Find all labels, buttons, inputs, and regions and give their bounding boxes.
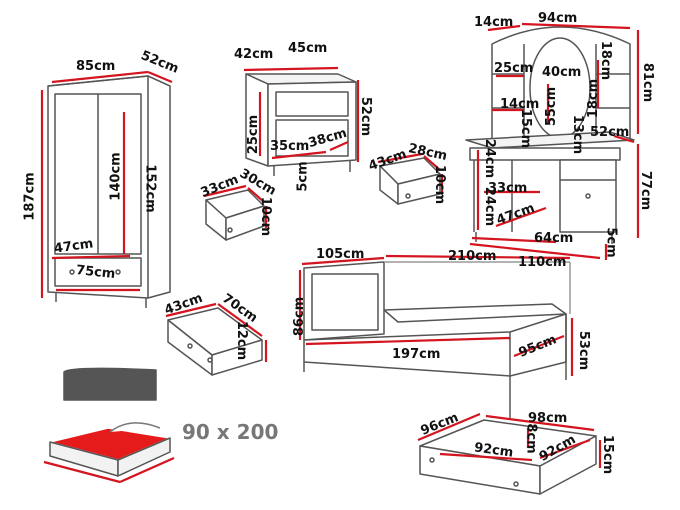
dresser-mirror-height-label: 55cm xyxy=(544,86,560,127)
dresser-right-b-label: 18cm xyxy=(586,78,602,119)
wardrobe-drawer-height-label: 12cm xyxy=(234,320,250,361)
nightstand-drawing xyxy=(245,73,357,176)
bed-size-label: 90 x 200 xyxy=(182,420,279,444)
dresser-top-left-label: 14cm xyxy=(474,15,514,30)
wardrobe-drawer-width-label: 75cm xyxy=(75,262,117,283)
desk-drawer-height-label: 10cm xyxy=(432,164,448,205)
bed-length-label: 210cm xyxy=(448,249,497,264)
dresser-desk-width-label: 110cm xyxy=(518,255,567,270)
wardrobe-drawer-drawing xyxy=(167,307,263,376)
dresser-shelf-b-label: 14cm xyxy=(500,97,540,112)
dimension-lines xyxy=(40,22,640,484)
mattress-icon xyxy=(49,367,171,477)
dresser-depth-label: 52cm xyxy=(590,125,630,140)
nightstand-drawer-height-label: 10cm xyxy=(258,196,274,237)
dresser-top-width-label: 94cm xyxy=(538,11,578,26)
dresser-mirror-width-label: 40cm xyxy=(542,65,582,80)
dresser-shelf-a-label: 25cm xyxy=(494,61,534,76)
bed-head-height-label: 86cm xyxy=(292,296,308,337)
dresser-shelf-c-label: 15cm xyxy=(518,108,534,149)
nightstand-shelf-label: 25cm xyxy=(246,114,262,155)
nightstand-width-label: 42cm xyxy=(234,47,274,62)
bed-drawer-side-height-label: 15cm xyxy=(600,434,616,475)
wardrobe-width-label: 85cm xyxy=(76,59,116,74)
nightstand-drawer-drawing xyxy=(205,189,265,241)
dresser-leg-label: 5cm xyxy=(603,227,619,258)
bed-head-width-label: 105cm xyxy=(316,247,365,262)
wardrobe-shelf-height-label: 140cm xyxy=(108,152,124,201)
bed-foot-height-label: 53cm xyxy=(576,330,592,371)
nightstand-depth-label: 45cm xyxy=(288,41,328,56)
dresser-cabinet-depth-label: 64cm xyxy=(534,231,574,246)
dresser-lower-height-label: 77cm xyxy=(638,170,654,211)
dresser-desk-left-b-label: 24cm xyxy=(482,186,498,227)
dresser-drawing xyxy=(465,26,635,244)
dresser-right-a-label: 18cm xyxy=(598,40,614,81)
dresser-cabinet-width-label: 33cm xyxy=(488,181,528,196)
desk-drawer-drawing xyxy=(379,157,441,205)
dresser-upper-height-label: 81cm xyxy=(640,62,656,103)
nightstand-height-label: 52cm xyxy=(358,96,374,137)
bed-drawer-height-label: 8cm xyxy=(523,423,539,454)
bed-inner-length-label: 197cm xyxy=(392,347,441,362)
nightstand-leg-label: 5cm xyxy=(295,161,311,192)
nightstand-inner-width-label: 35cm xyxy=(270,139,310,154)
wardrobe-height-label: 187cm xyxy=(22,172,38,221)
dresser-desk-left-a-label: 24cm xyxy=(482,138,498,179)
bed-drawer-width-label: 98cm xyxy=(528,411,568,426)
wardrobe-drawing xyxy=(47,75,171,308)
bed-drawing xyxy=(303,261,571,418)
dresser-gap-label: 13cm xyxy=(570,114,586,155)
wardrobe-inner-height-label: 152cm xyxy=(142,164,158,213)
